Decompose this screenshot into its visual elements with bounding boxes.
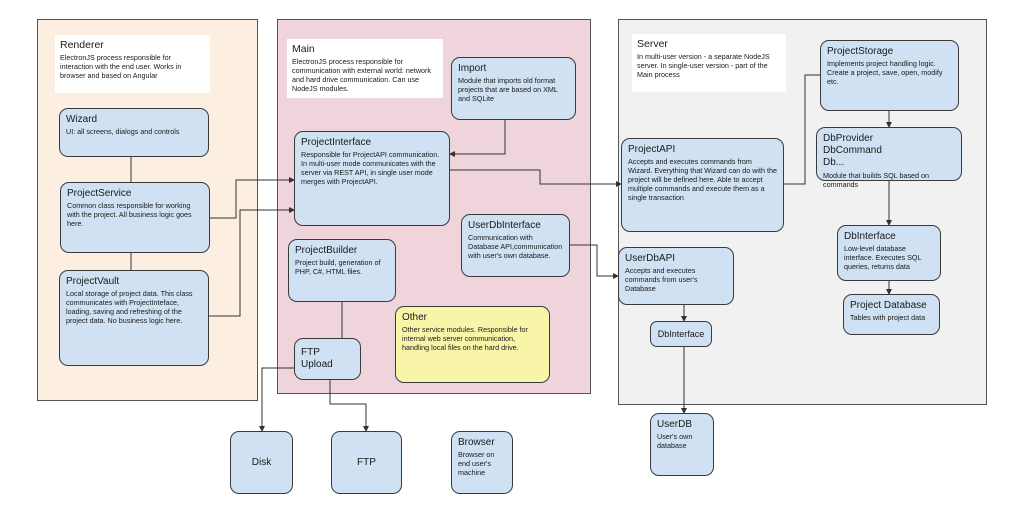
node-title: DbInterface xyxy=(657,329,705,339)
node-description: Local storage of project data. This clas… xyxy=(66,289,193,325)
node-title: Disk xyxy=(251,456,272,468)
node-title: FTP xyxy=(357,456,376,468)
renderer-title-card: Renderer ElectronJS process responsible … xyxy=(55,35,210,93)
node-description: Browser on end user's machine xyxy=(458,450,495,477)
node-description: Module that imports old format projects … xyxy=(458,76,558,103)
node-title: FTP Upload xyxy=(301,347,333,370)
node-description: Accepts and executes commands from user'… xyxy=(625,266,698,293)
node-title: UserDbAPI xyxy=(625,253,676,264)
main-title-card: Main ElectronJS process responsible for … xyxy=(287,39,443,98)
server-title-card: Server In multi-user version - a separat… xyxy=(632,34,786,92)
node-user-db-api[interactable]: UserDbAPI Accepts and executes commands … xyxy=(618,247,734,305)
edge-userdbinterface-userdbapi xyxy=(570,244,619,279)
node-title: DbInterface xyxy=(844,231,896,242)
node-db-provider[interactable]: DbProvider DbCommand Db... Module that b… xyxy=(816,127,962,189)
node-title: ProjectVault xyxy=(66,276,120,287)
node-other[interactable]: Other Other service modules. Responsible… xyxy=(395,306,550,383)
node-description: UI: all screens, dialogs and controls xyxy=(66,127,180,136)
renderer-description: ElectronJS process responsible for inter… xyxy=(60,53,182,80)
server-title: Server xyxy=(637,38,668,50)
edge-ftpupload-disk xyxy=(259,367,294,432)
node-description: Accepts and executes commands from Wizar… xyxy=(628,157,778,202)
node-description: Project build, generation of PHP, C#, HT… xyxy=(295,258,381,276)
node-title: Wizard xyxy=(66,114,98,125)
node-import[interactable]: Import Module that imports old format pr… xyxy=(451,57,576,120)
node-title: ProjectInterface xyxy=(301,137,372,148)
node-title-line: DbCommand xyxy=(823,145,882,156)
node-user-db-interface[interactable]: UserDbInterface Communication with Datab… xyxy=(461,214,570,277)
node-project-vault[interactable]: ProjectVault Local storage of project da… xyxy=(59,270,209,366)
node-project-builder[interactable]: ProjectBuilder Project build, generation… xyxy=(288,239,396,302)
node-disk[interactable]: Disk xyxy=(230,431,293,494)
node-title: ProjectBuilder xyxy=(295,245,358,256)
node-title: Import xyxy=(458,63,487,74)
node-user-db[interactable]: UserDB User's own database xyxy=(650,413,714,476)
node-description: Other service modules. Responsible for i… xyxy=(402,325,528,352)
node-wizard[interactable]: Wizard UI: all screens, dialogs and cont… xyxy=(59,108,209,157)
node-browser[interactable]: Browser Browser on end user's machine xyxy=(451,431,513,494)
renderer-title: Renderer xyxy=(60,39,104,51)
node-description: Common class responsible for working wit… xyxy=(67,201,192,228)
node-title-line: Db... xyxy=(823,157,845,168)
node-ftp[interactable]: FTP xyxy=(331,431,402,494)
node-description: Tables with project data xyxy=(850,313,926,322)
node-title-line: DbProvider xyxy=(823,133,874,144)
edge-projectapi-projectstorage xyxy=(784,74,820,185)
main-title: Main xyxy=(292,43,315,55)
server-description: In multi-user version - a separate NodeJ… xyxy=(637,52,770,79)
node-ftp-upload[interactable]: FTP Upload xyxy=(294,338,361,380)
node-db-interface[interactable]: DbInterface xyxy=(650,321,712,347)
node-title: ProjectStorage xyxy=(827,46,894,57)
node-description: Communication with Database API,communic… xyxy=(468,233,563,260)
node-project-interface[interactable]: ProjectInterface Responsible for Project… xyxy=(294,131,450,226)
main-description: ElectronJS process responsible for commu… xyxy=(292,57,432,93)
node-project-api[interactable]: ProjectAPI Accepts and executes commands… xyxy=(621,138,784,232)
node-db-interface-low[interactable]: DbInterface Low-level database interface… xyxy=(837,225,941,281)
node-description: Responsible for ProjectAPI communication… xyxy=(301,150,440,186)
node-description: Low-level database interface. Executes S… xyxy=(844,244,922,271)
node-title: Project Database xyxy=(850,300,927,311)
edge-import-projectinterface xyxy=(449,120,506,157)
node-project-database[interactable]: Project Database Tables with project dat… xyxy=(843,294,940,335)
node-description: Module that builds SQL based on commands xyxy=(823,171,930,189)
node-title: Other xyxy=(402,312,428,323)
node-project-storage[interactable]: ProjectStorage Implements project handli… xyxy=(820,40,959,111)
edge-projectservice-projectinterface xyxy=(210,177,295,219)
node-project-service[interactable]: ProjectService Common class responsible … xyxy=(60,182,210,253)
node-title: ProjectAPI xyxy=(628,144,676,155)
node-title: UserDB xyxy=(657,419,693,430)
edge-projectvault-projectinterface xyxy=(209,207,295,317)
node-title: Browser xyxy=(458,437,495,448)
edge-ftpupload-ftp xyxy=(329,380,369,432)
node-description: User's own database xyxy=(657,432,693,450)
node-title: UserDbInterface xyxy=(468,220,541,231)
node-description: Implements project handling logic. Creat… xyxy=(827,59,943,86)
node-title: ProjectService xyxy=(67,188,132,199)
edge-projectinterface-projectapi xyxy=(450,169,622,187)
